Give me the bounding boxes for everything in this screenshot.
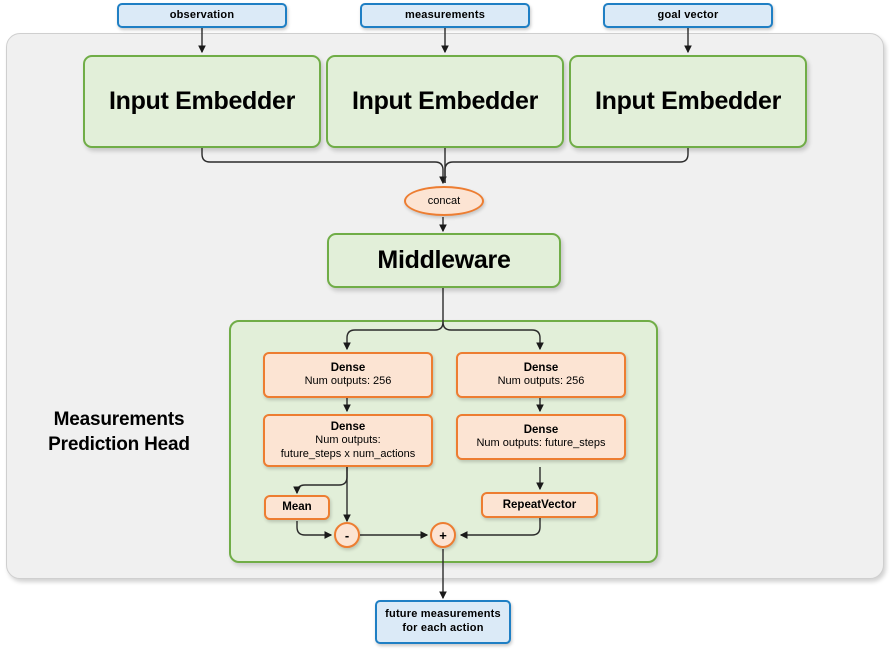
input-measurements-label: measurements	[404, 8, 486, 21]
dense-right-2[interactable]: Dense Num outputs: future_steps	[456, 414, 626, 460]
dense-left-1-outputs: Num outputs: 256	[304, 375, 392, 388]
input-goal-vector[interactable]: goal vector	[603, 3, 773, 28]
subtract-operator[interactable]: -	[334, 522, 360, 548]
dense-right-2-title: Dense	[523, 423, 559, 436]
input-observation[interactable]: observation	[117, 3, 287, 28]
dense-right-1-title: Dense	[523, 361, 559, 374]
middleware-label: Middleware	[377, 245, 511, 274]
output-line2: for each action	[402, 622, 484, 634]
head-label-line2: Prediction Head	[48, 433, 190, 455]
mean-node[interactable]: Mean	[264, 495, 330, 520]
input-embedder-goal-vector[interactable]: Input Embedder	[569, 55, 807, 148]
concat-node[interactable]: concat	[404, 186, 484, 216]
dense-right-1-outputs: Num outputs: 256	[497, 375, 585, 388]
dense-left-2-outputs-label: Num outputs:	[315, 433, 381, 446]
input-embedder-goal-vector-label: Input Embedder	[594, 86, 782, 115]
input-embedder-measurements-label: Input Embedder	[351, 86, 539, 115]
input-measurements[interactable]: measurements	[360, 3, 530, 28]
input-embedder-observation[interactable]: Input Embedder	[83, 55, 321, 148]
head-label-line1: Measurements	[53, 409, 185, 430]
concat-label: concat	[427, 195, 461, 207]
dense-right-1[interactable]: Dense Num outputs: 256	[456, 352, 626, 398]
input-goal-vector-label: goal vector	[657, 8, 719, 21]
input-embedder-measurements[interactable]: Input Embedder	[326, 55, 564, 148]
dense-left-1[interactable]: Dense Num outputs: 256	[263, 352, 433, 398]
repeat-vector-node[interactable]: RepeatVector	[481, 492, 598, 518]
mean-label: Mean	[282, 501, 312, 514]
dense-left-1-title: Dense	[330, 361, 366, 374]
output-future-measurements[interactable]: future measurements for each action	[375, 600, 511, 644]
repeat-vector-label: RepeatVector	[502, 498, 577, 511]
input-embedder-observation-label: Input Embedder	[108, 86, 296, 115]
dense-left-2-outputs-value: future_steps x num_actions	[280, 447, 416, 460]
dense-left-2[interactable]: Dense Num outputs: future_steps x num_ac…	[263, 414, 433, 467]
subtract-operator-label: -	[344, 527, 350, 543]
add-operator[interactable]: +	[430, 522, 456, 548]
output-line1: future measurements	[385, 608, 501, 621]
input-observation-label: observation	[169, 8, 235, 21]
measurements-prediction-head-label: Measurements Prediction Head	[16, 408, 222, 457]
dense-right-2-outputs: Num outputs: future_steps	[476, 437, 606, 450]
dense-left-2-title: Dense	[330, 420, 366, 433]
add-operator-label: +	[439, 527, 447, 543]
middleware-block[interactable]: Middleware	[327, 233, 561, 288]
